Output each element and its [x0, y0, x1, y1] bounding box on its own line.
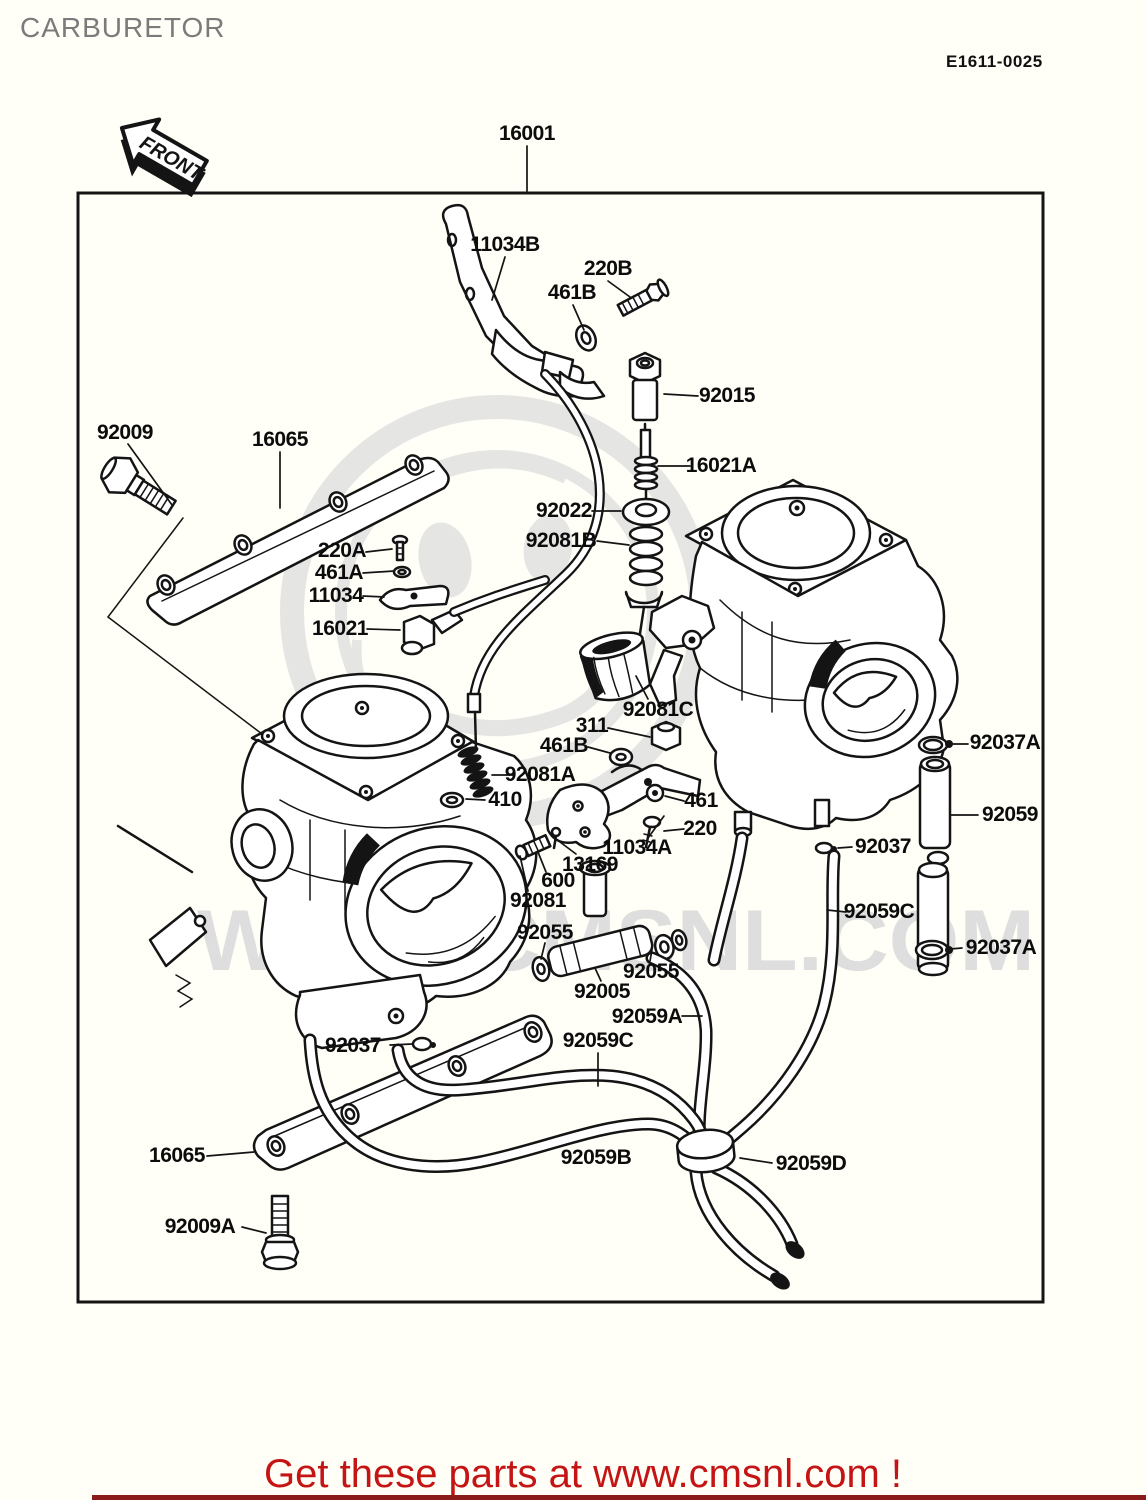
footer-link-text[interactable]: Get these parts at www.cmsnl.com !	[264, 1452, 902, 1496]
part-left-carburetor	[116, 672, 538, 1050]
part-cap-92015	[628, 351, 662, 422]
page-title: CARBURETOR	[20, 12, 226, 43]
part-spring-92081b	[628, 525, 664, 587]
part-clamp-92059d	[675, 1128, 736, 1174]
construction-lines	[107, 517, 267, 738]
part-washer-92022	[621, 497, 671, 527]
part-plate-13169	[546, 783, 612, 850]
bottom-bar	[92, 1495, 1146, 1500]
part-lower-rail	[252, 1014, 553, 1171]
leader-lines	[127, 145, 979, 1234]
part-adjuster-16021	[400, 575, 550, 656]
part-screw-220a	[391, 534, 409, 562]
part-throttle-cable	[466, 369, 605, 752]
part-nut-311	[650, 720, 682, 752]
part-clamp-92037-bottom	[411, 1036, 436, 1052]
part-washer-92037-mid	[814, 841, 837, 855]
part-bracket-11034b	[441, 203, 606, 400]
part-washer-92055-left	[531, 955, 551, 983]
part-upper-rail	[146, 454, 450, 626]
part-right-carburetor	[648, 478, 959, 838]
part-tubes-92059	[914, 735, 953, 977]
part-lever-11034	[378, 584, 450, 611]
part-washer-410	[439, 791, 465, 809]
part-screw-461	[645, 783, 665, 803]
part-washer-461b-mid	[608, 747, 634, 767]
part-washer-461a	[392, 565, 412, 579]
part-fitting-92005	[547, 859, 654, 978]
diagram-frame	[76, 191, 1045, 1304]
diagram-code: E1611-0025	[946, 52, 1043, 71]
part-bolt-92009a	[260, 1194, 300, 1271]
part-spring-92081a	[457, 746, 494, 798]
part-screw-220	[642, 815, 662, 849]
part-screw-cluster	[514, 826, 562, 861]
part-boot-92081c	[579, 631, 652, 702]
part-bolt-92009	[100, 456, 177, 516]
part-needle-16021a	[633, 422, 659, 502]
part-bolt-220b	[616, 278, 670, 317]
part-washer-461b-top	[574, 324, 598, 352]
